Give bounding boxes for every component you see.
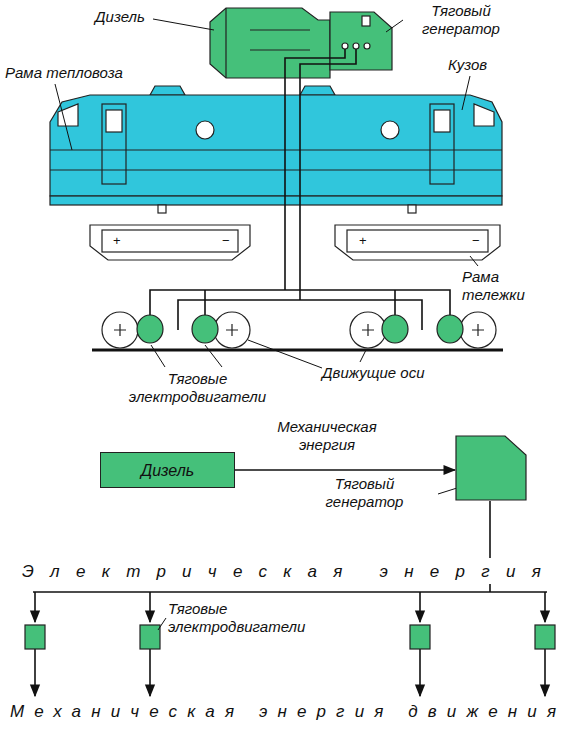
polarity-sign: + bbox=[113, 234, 121, 248]
generator-outline bbox=[456, 436, 526, 500]
bogie-frame bbox=[90, 225, 500, 260]
traction-motor-symbol bbox=[137, 315, 463, 343]
part-label: Тяговые электродвигатели bbox=[110, 370, 285, 406]
diesel-generator-unit bbox=[210, 8, 392, 78]
part-label: Дизель bbox=[95, 8, 145, 26]
part-label: Кузов bbox=[448, 56, 487, 74]
part-label: Рама тепловоза bbox=[5, 64, 123, 82]
wheelset bbox=[102, 312, 496, 348]
energy-arrow bbox=[235, 469, 455, 471]
power-bus bbox=[33, 501, 547, 696]
polarity-sign: − bbox=[472, 234, 480, 248]
part-label: Тяговые электродвигатели bbox=[168, 600, 283, 636]
generator-block: Тяговый генератор bbox=[455, 435, 527, 501]
edge-label: Механическая энергия bbox=[262, 418, 392, 454]
part-label: Тяговый генератор bbox=[405, 2, 517, 38]
power-wire bbox=[150, 49, 450, 330]
part-label: Рама тележки bbox=[462, 268, 552, 304]
locomotive-body bbox=[50, 86, 502, 213]
node-text: Тяговый генератор bbox=[297, 475, 432, 511]
node-text: Дизель bbox=[141, 461, 194, 480]
polarity-sign: − bbox=[222, 234, 230, 248]
generator-shape bbox=[455, 435, 527, 501]
flow-label: Механическая энергия движения bbox=[10, 702, 566, 722]
flow-label: Электрическая энергия bbox=[22, 562, 557, 582]
part-label: Движущие оси bbox=[322, 364, 425, 382]
motor-block bbox=[25, 625, 555, 649]
diesel-box: Дизель bbox=[100, 452, 235, 488]
polarity-sign: + bbox=[359, 234, 367, 248]
